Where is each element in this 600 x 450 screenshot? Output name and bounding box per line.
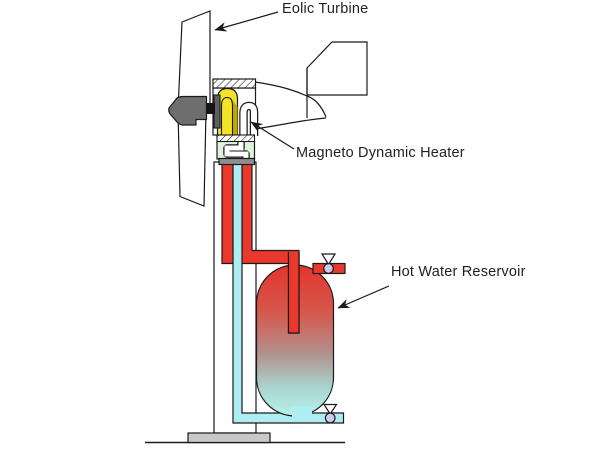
tank-cold-junction — [292, 406, 312, 420]
cold-inlet-valve-icon — [324, 412, 336, 424]
nacelle-heater-separator-hatch — [216, 134, 256, 143]
heater-label-arrow — [250, 121, 295, 150]
reservoir-label: Hot Water Reservoir — [391, 264, 526, 280]
reservoir-label-arrow — [337, 285, 390, 309]
nacelle-top-hatch — [212, 78, 257, 89]
turbine-label: Eolic Turbine — [282, 1, 369, 17]
tail-fin — [306, 41, 368, 96]
hot-outlet-valve-icon — [323, 263, 334, 274]
cold-inlet-valve-handle — [322, 403, 338, 416]
base-plate — [187, 432, 271, 444]
tail-boom-bottom — [254, 117, 327, 130]
hot-outlet-valve-handle — [320, 253, 337, 266]
heater-flange — [218, 157, 256, 166]
hot-pipe-tank-drop-fill — [288, 252, 299, 333]
turbine-blade-upper — [177, 10, 211, 111]
turbine-hub-icon — [168, 95, 208, 126]
nacelle-pipe — [240, 102, 257, 136]
hot-pipe-tank-drop-outline — [287, 252, 300, 334]
tail-boom-top — [254, 81, 308, 97]
magneto-generator-core — [220, 96, 234, 135]
heater-label: Magneto Dynamic Heater — [296, 145, 465, 161]
turbine-label-arrow — [214, 11, 279, 32]
heater-coil — [224, 142, 249, 160]
tail-boom-curve — [306, 95, 327, 118]
turbine-shaft — [206, 103, 215, 114]
